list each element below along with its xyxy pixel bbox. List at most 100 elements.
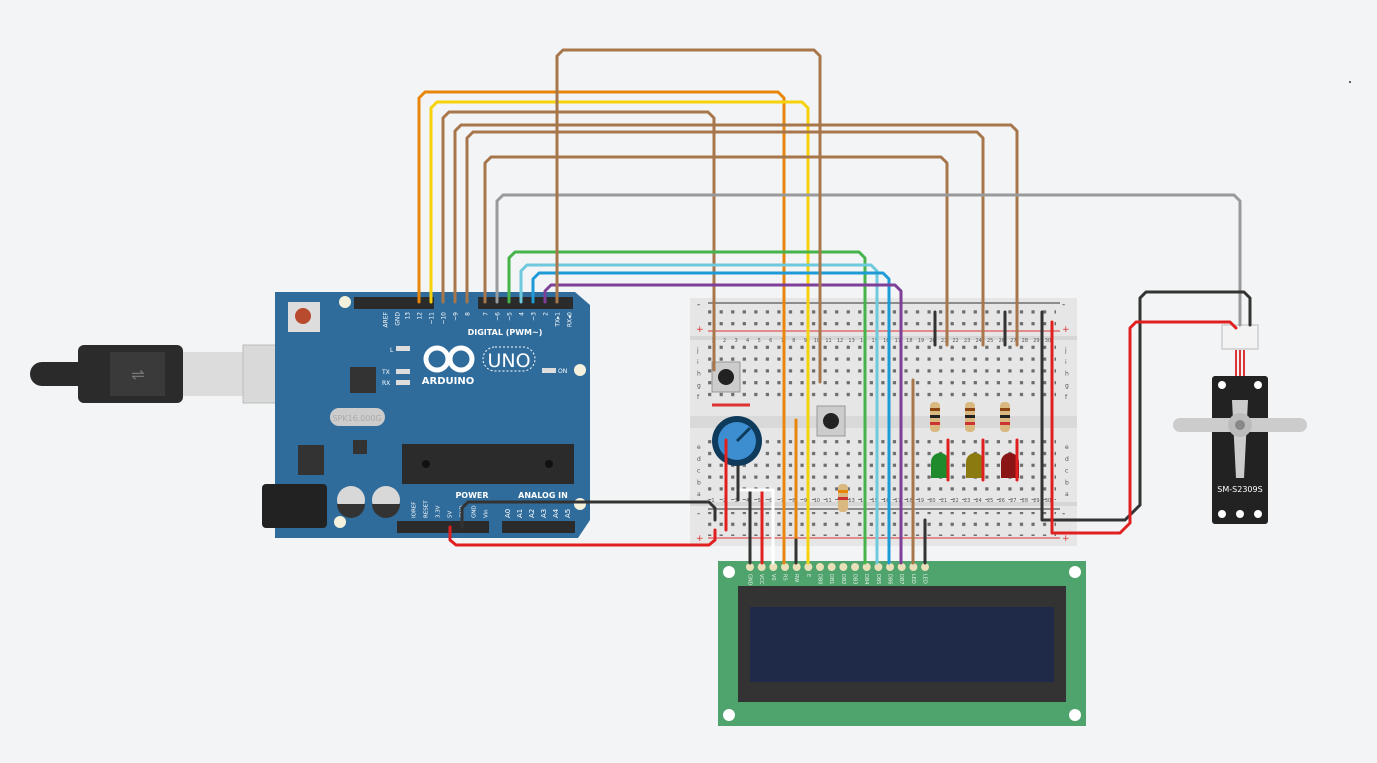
column-label: 21 [941,338,947,344]
analog-pin-label: A4 [552,508,560,518]
brown-wire[interactable] [555,48,822,384]
lcd-pin-label: LED [910,574,916,584]
brown-wire[interactable] [453,123,1019,347]
led-red[interactable] [1001,453,1019,478]
column-label: 15 [872,338,878,344]
arduino-uno-board[interactable]: SPK16.000G UNO ARDUINO DIGITAL (PWM~) PO… [262,292,590,538]
column-label: 28 [1022,338,1028,344]
row-label: c [697,468,700,475]
rail-minus-label: - [697,509,700,519]
digital-pin-label: 13 [405,312,412,320]
lcd-pin[interactable] [851,563,860,571]
row-label: g [1065,382,1069,389]
column-label: 27 [1010,338,1016,344]
column-label: 13 [848,498,854,504]
led-tx-label: TX [381,369,390,376]
white-wire[interactable] [735,488,775,565]
digital-pin-label: ~3 [531,312,538,321]
row-label: i [1065,359,1067,366]
servo-motor[interactable]: SM-S2309S [1173,324,1307,524]
pushbutton[interactable] [816,405,846,437]
brown-wire[interactable] [441,110,716,372]
analog-pin-label: A2 [528,509,536,518]
analog-pin-label: A0 [504,509,512,518]
column-label: 3 [735,338,738,344]
power-pin-label: Vin [484,509,490,518]
gray-wire[interactable] [495,193,1242,327]
row-label: f [1065,394,1068,401]
red-wire[interactable] [448,525,717,547]
lcd-pin[interactable] [769,563,778,571]
column-label: 8 [792,338,795,344]
digital-pin-label: ~10 [441,312,448,325]
lcd-pin[interactable] [816,563,825,571]
row-label: f [697,394,700,401]
potentiometer[interactable] [712,416,762,466]
lcd-pin[interactable] [897,563,906,571]
column-label: 26 [999,498,1005,504]
column-label: 9 [804,498,807,504]
lcd-pin-label: RS [782,574,788,581]
lcd-pin[interactable] [921,563,930,571]
servo-label: SM-S2309S [1217,485,1262,494]
digital-pin-label: 7 [483,312,490,316]
lcd-pin[interactable] [839,563,848,571]
orange-wire[interactable] [417,90,786,565]
black-wire[interactable] [460,500,717,529]
lcd-pin[interactable] [886,563,895,571]
column-label: 24 [975,338,981,344]
brown-wire[interactable] [465,130,985,347]
column-label: 7 [781,498,784,504]
column-label: 9 [804,338,807,344]
column-label: 20 [929,338,935,344]
pushbutton[interactable] [711,361,741,393]
lcd-pin[interactable] [757,563,766,571]
row-label: b [1065,479,1069,486]
lcd-pin[interactable] [909,563,918,571]
lcd-pin[interactable] [792,563,801,571]
column-label: 4 [746,338,749,344]
column-label: 24 [975,498,981,504]
row-label: a [697,491,701,498]
svg-text:⇌: ⇌ [131,365,144,384]
column-label: 19 [918,338,924,344]
lcd-pin[interactable] [874,563,883,571]
led-l-label: L [390,347,394,354]
column-label: 21 [941,498,947,504]
row-label: d [697,456,701,463]
purple-wire[interactable] [543,283,903,565]
row-label: j [696,347,699,354]
lcd-pin[interactable] [804,563,813,571]
lightblue-wire[interactable] [519,263,879,565]
column-label: 18 [906,338,912,344]
red-wire[interactable] [1050,320,1238,535]
led-yellow[interactable] [966,453,984,478]
row-label: d [1065,456,1069,463]
lcd-pin[interactable] [862,563,871,571]
row-label: g [697,382,701,389]
brown-wire[interactable] [483,155,949,347]
column-label: 11 [825,338,831,344]
rail-minus-label: - [697,300,700,310]
resistor [838,402,1010,512]
column-label: 5 [758,498,761,504]
row-label: e [1065,444,1069,451]
lcd-pin[interactable] [827,563,836,571]
yellow-wire[interactable] [429,100,810,565]
column-label: 17 [895,498,901,504]
lcd-pin[interactable] [746,563,754,571]
digital-pin-label: 2 [543,312,550,316]
green-wire[interactable] [507,250,867,565]
lcd-screen [750,607,1054,682]
blue-wire[interactable] [531,271,891,565]
black-wire[interactable] [1040,290,1252,522]
column-label: 18 [906,498,912,504]
lcd-pin-label: DB4 [863,574,869,584]
lcd-pin-label: E [805,574,811,577]
column-label: 7 [781,338,784,344]
lcd-pin[interactable] [781,563,790,571]
led-green[interactable] [931,453,949,478]
